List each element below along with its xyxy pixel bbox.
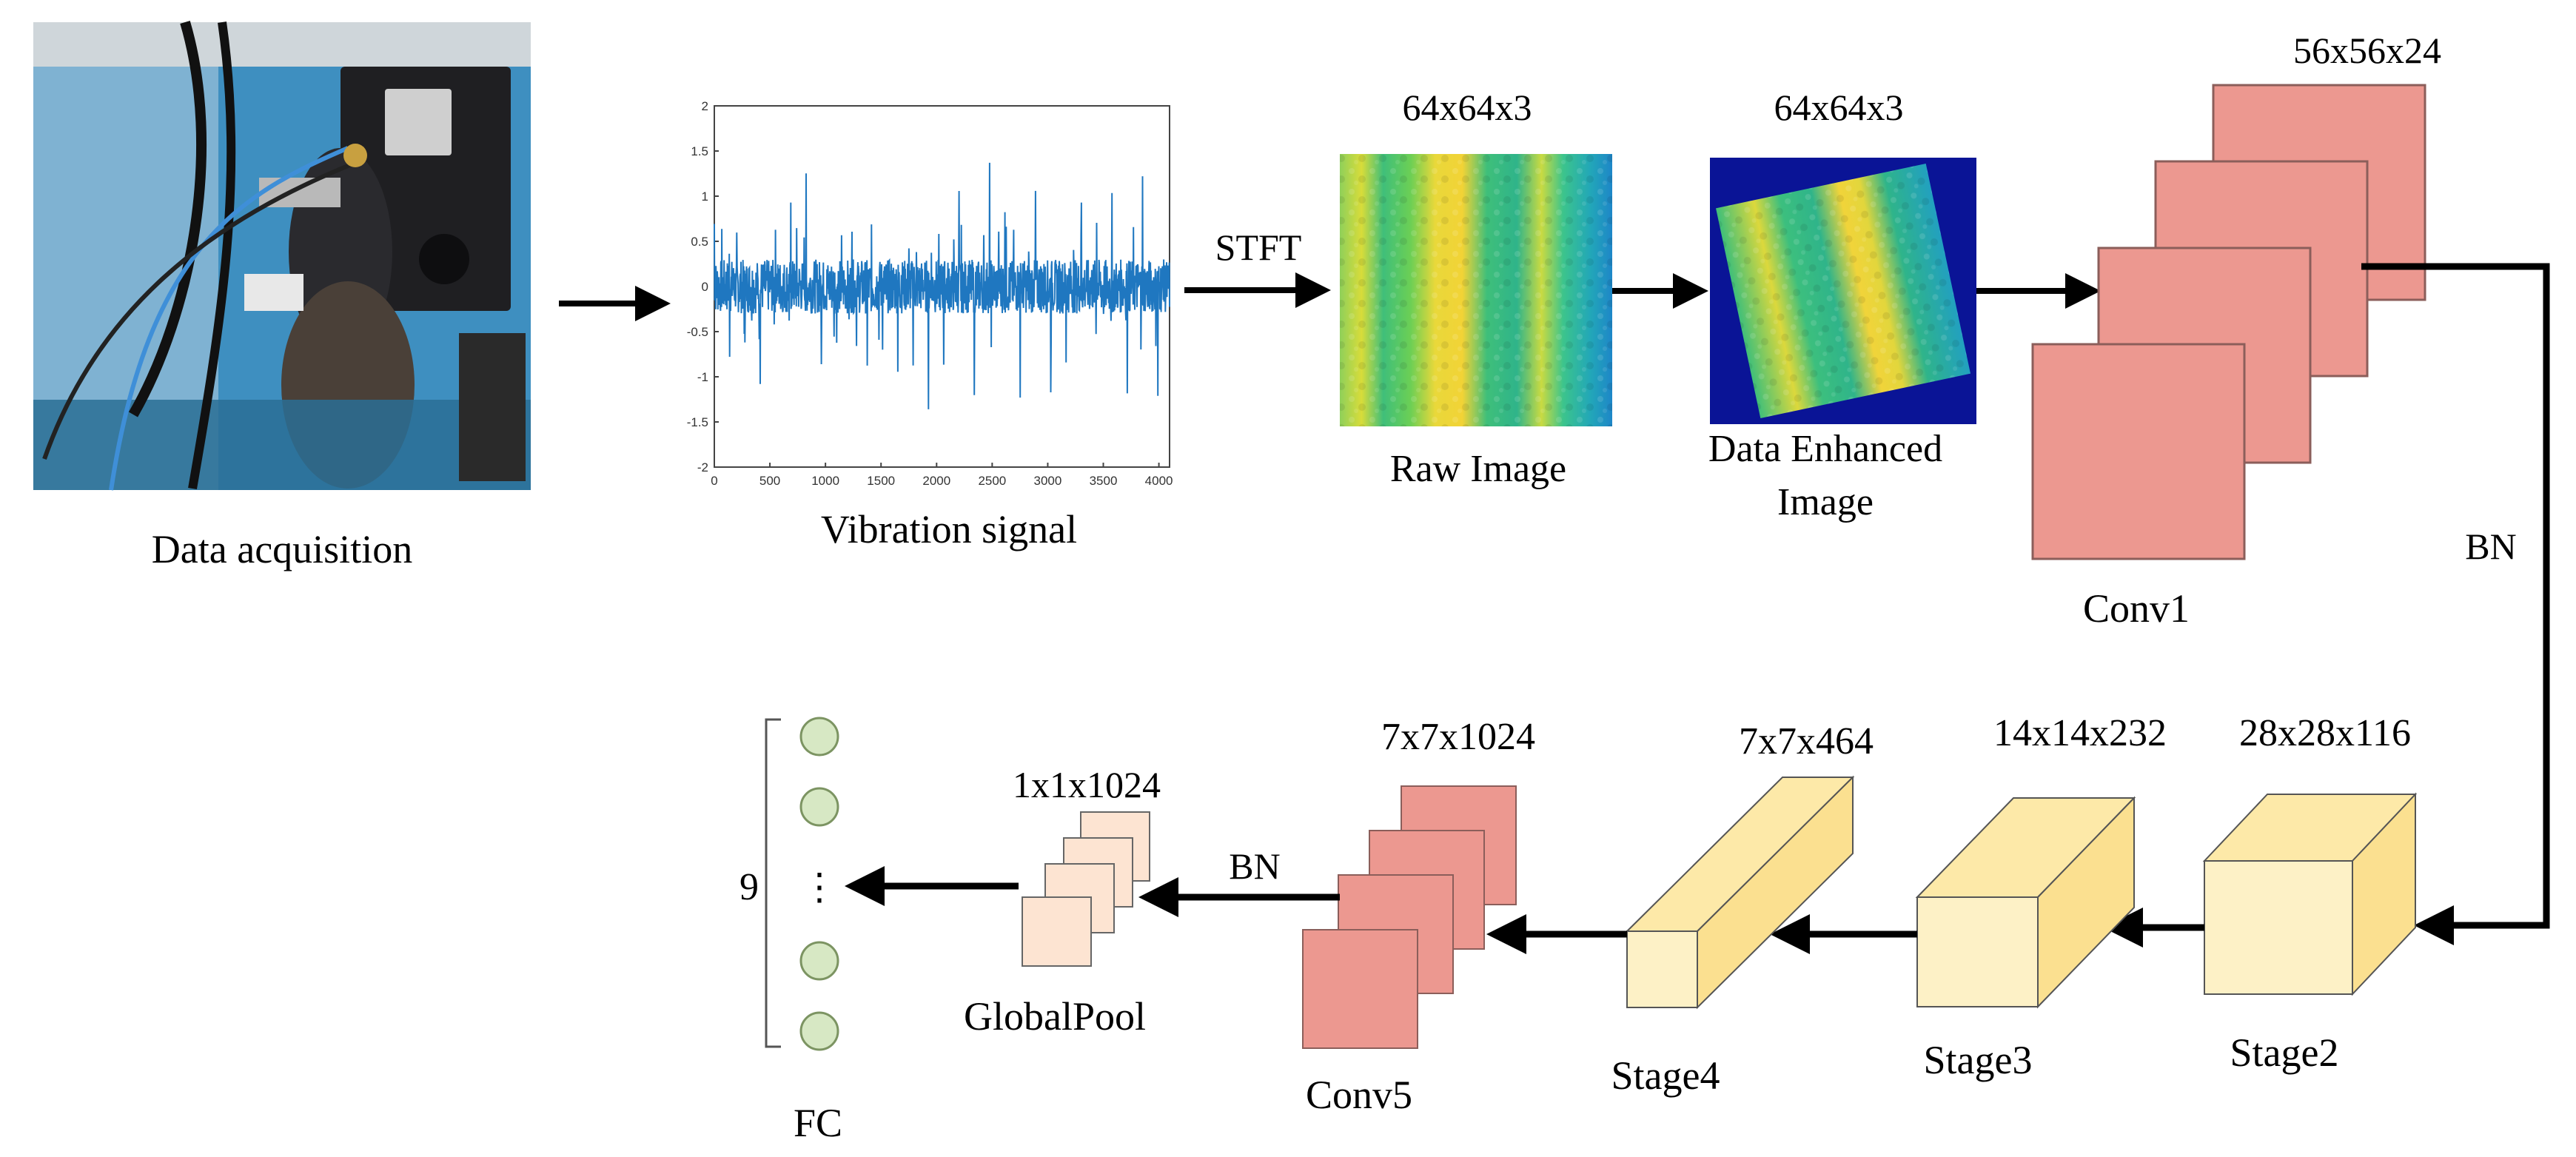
x-tick-label: 3000 [1034, 474, 1062, 488]
raw-image-label: Raw Image [1390, 448, 1566, 490]
conv5-label: Conv5 [1306, 1073, 1412, 1117]
fc-node [799, 1011, 839, 1051]
y-tick-label: 1.5 [691, 144, 708, 158]
y-tick-label: 0 [702, 280, 708, 294]
y-tick-label: 1 [702, 190, 708, 204]
stage2-label: Stage2 [2230, 1030, 2339, 1075]
x-tick-label: 500 [759, 474, 780, 488]
conv1-stack [2031, 84, 2426, 560]
machine-photo [33, 21, 531, 491]
fc-ellipsis: ⋮ [801, 866, 838, 908]
enhanced-image-label-1: Data Enhanced [1708, 428, 1942, 470]
vibration-signal-label: Vibration signal [821, 507, 1077, 551]
bn-bottom-label: BN [1229, 845, 1280, 887]
stage3-label: Stage3 [1924, 1038, 2033, 1082]
globalpool-label: GlobalPool [964, 994, 1146, 1039]
x-tick-label: 0 [711, 474, 717, 488]
conv5-stack [1302, 785, 1517, 1049]
enhanced-image-dims: 64x64x3 [1774, 87, 1904, 128]
fc-node [799, 941, 839, 981]
stage4-dims: 7x7x464 [1739, 720, 1874, 762]
spectrogram-image [1340, 154, 1612, 426]
stage3-dims: 14x14x232 [1993, 712, 2167, 754]
x-tick-label: 3500 [1090, 474, 1118, 488]
conv1-layer [2031, 343, 2246, 560]
x-tick-label: 2000 [922, 474, 950, 488]
stage4-block [1625, 775, 1855, 1010]
x-tick-label: 1000 [811, 474, 839, 488]
conv5-dims: 7x7x1024 [1381, 716, 1535, 758]
fc-node [799, 717, 839, 757]
arrow-conv1-to-stage2 [2361, 263, 2550, 945]
globalpool-stack [1022, 811, 1150, 967]
y-tick-label: -0.5 [687, 325, 708, 339]
stage4-label: Stage4 [1611, 1053, 1720, 1098]
fc-bracket [765, 718, 781, 1048]
fc-label: FC [794, 1101, 842, 1145]
x-tick-label: 1500 [867, 474, 895, 488]
y-tick-label: 0.5 [691, 235, 708, 249]
data-acquisition-label: Data acquisition [152, 527, 412, 571]
conv5-layer [1302, 929, 1418, 1049]
conv1-label: Conv1 [2083, 586, 2190, 631]
x-tick-label: 2500 [978, 474, 1006, 488]
x-ticks: 0 500 1000 1500 2000 2500 3000 3500 4000 [711, 463, 1173, 488]
enhanced-image-label-2: Image [1777, 481, 1874, 523]
pool-layer [1022, 896, 1092, 967]
vibration-signal-plot: 2 1.5 1 0.5 0 -0.5 -1 -1.5 -2 0 500 1000 1500 2000 25… [687, 99, 1173, 488]
y-tick-label: -2 [697, 460, 708, 474]
enhanced-spectrogram-image [1710, 158, 1976, 424]
stage2-block [2202, 792, 2418, 996]
fc-node [799, 787, 839, 827]
y-ticks: 2 1.5 1 0.5 0 -0.5 -1 -1.5 -2 [687, 99, 719, 474]
stage3-block [1915, 796, 2136, 1009]
y-tick-label: 2 [702, 99, 708, 113]
raw-image-dims: 64x64x3 [1403, 87, 1532, 128]
stage2-dims: 28x28x116 [2239, 712, 2411, 754]
x-tick-label: 4000 [1145, 474, 1173, 488]
fc-count: 9 [739, 866, 759, 908]
y-tick-label: -1 [697, 370, 708, 384]
y-tick-label: -1.5 [687, 415, 708, 429]
fc-layer [765, 717, 839, 1051]
conv1-dims: 56x56x24 [2293, 30, 2441, 71]
stft-label: STFT [1215, 227, 1302, 268]
bn-right-label: BN [2465, 526, 2516, 567]
globalpool-dims: 1x1x1024 [1013, 764, 1161, 805]
signal-waveform [714, 162, 1170, 409]
